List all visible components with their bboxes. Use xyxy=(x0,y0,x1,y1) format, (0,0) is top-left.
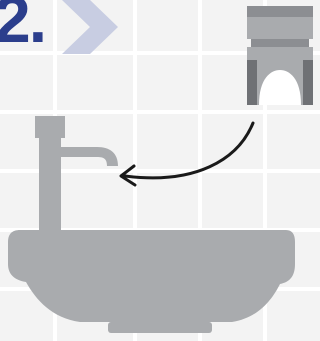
step-number: 2. xyxy=(0,0,45,52)
faucet-aerator-icon xyxy=(247,6,313,105)
